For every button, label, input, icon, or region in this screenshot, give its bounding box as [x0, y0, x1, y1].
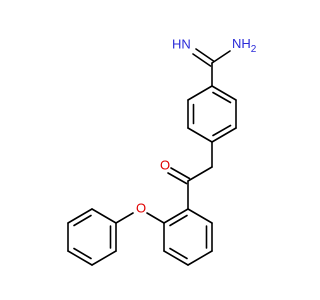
ring1-inner-1	[212, 91, 232, 104]
atom-labels: HN NH2 O O	[136, 36, 257, 215]
ring3-bond-2	[67, 208, 93, 224]
bond-c-n-double-a	[195, 48, 215, 62]
ring1-bond-3	[211, 127, 237, 143]
amine-nitrogen-label: NH2	[232, 36, 257, 54]
ring3-bond-1	[91, 208, 117, 224]
ether-oxygen-label: O	[136, 200, 146, 215]
ring1-bond-6	[187, 85, 213, 101]
ring2-bond-6	[163, 208, 189, 224]
bond-c-nh2	[211, 50, 231, 64]
bond-ether-o-phenyl	[115, 212, 134, 224]
ring3-bond-5	[91, 250, 117, 266]
ring1-bond-1	[211, 85, 237, 101]
bonds	[67, 48, 237, 266]
ring2-inner-3	[169, 214, 188, 227]
ketone-oxygen-label: O	[160, 157, 170, 172]
ring1-inner-2	[212, 124, 232, 137]
ring2-bond-3	[187, 250, 213, 266]
amine-subscript: 2	[251, 44, 257, 55]
bond-carbonyl-o-b	[170, 167, 191, 180]
amine-nitrogen-text: NH	[232, 36, 251, 51]
ring2-inner-2	[169, 247, 188, 260]
bond-carbonyl-o-a	[167, 172, 188, 185]
chemical-structure-diagram: HN NH2 O O	[67, 36, 257, 266]
ring2-bond-1	[187, 208, 213, 224]
ring3-inner-2	[73, 247, 92, 260]
ring2-bond-4	[163, 250, 189, 266]
ring3-inner-1	[73, 214, 92, 227]
bond-ch2-carbonyl	[187, 166, 213, 182]
bond-c-n-double-b	[192, 53, 212, 67]
imine-nitrogen-label: HN	[172, 36, 191, 51]
ring3-bond-4	[67, 250, 93, 266]
bond-ring2-ether-o	[146, 212, 165, 224]
ring1-bond-4	[187, 127, 213, 143]
